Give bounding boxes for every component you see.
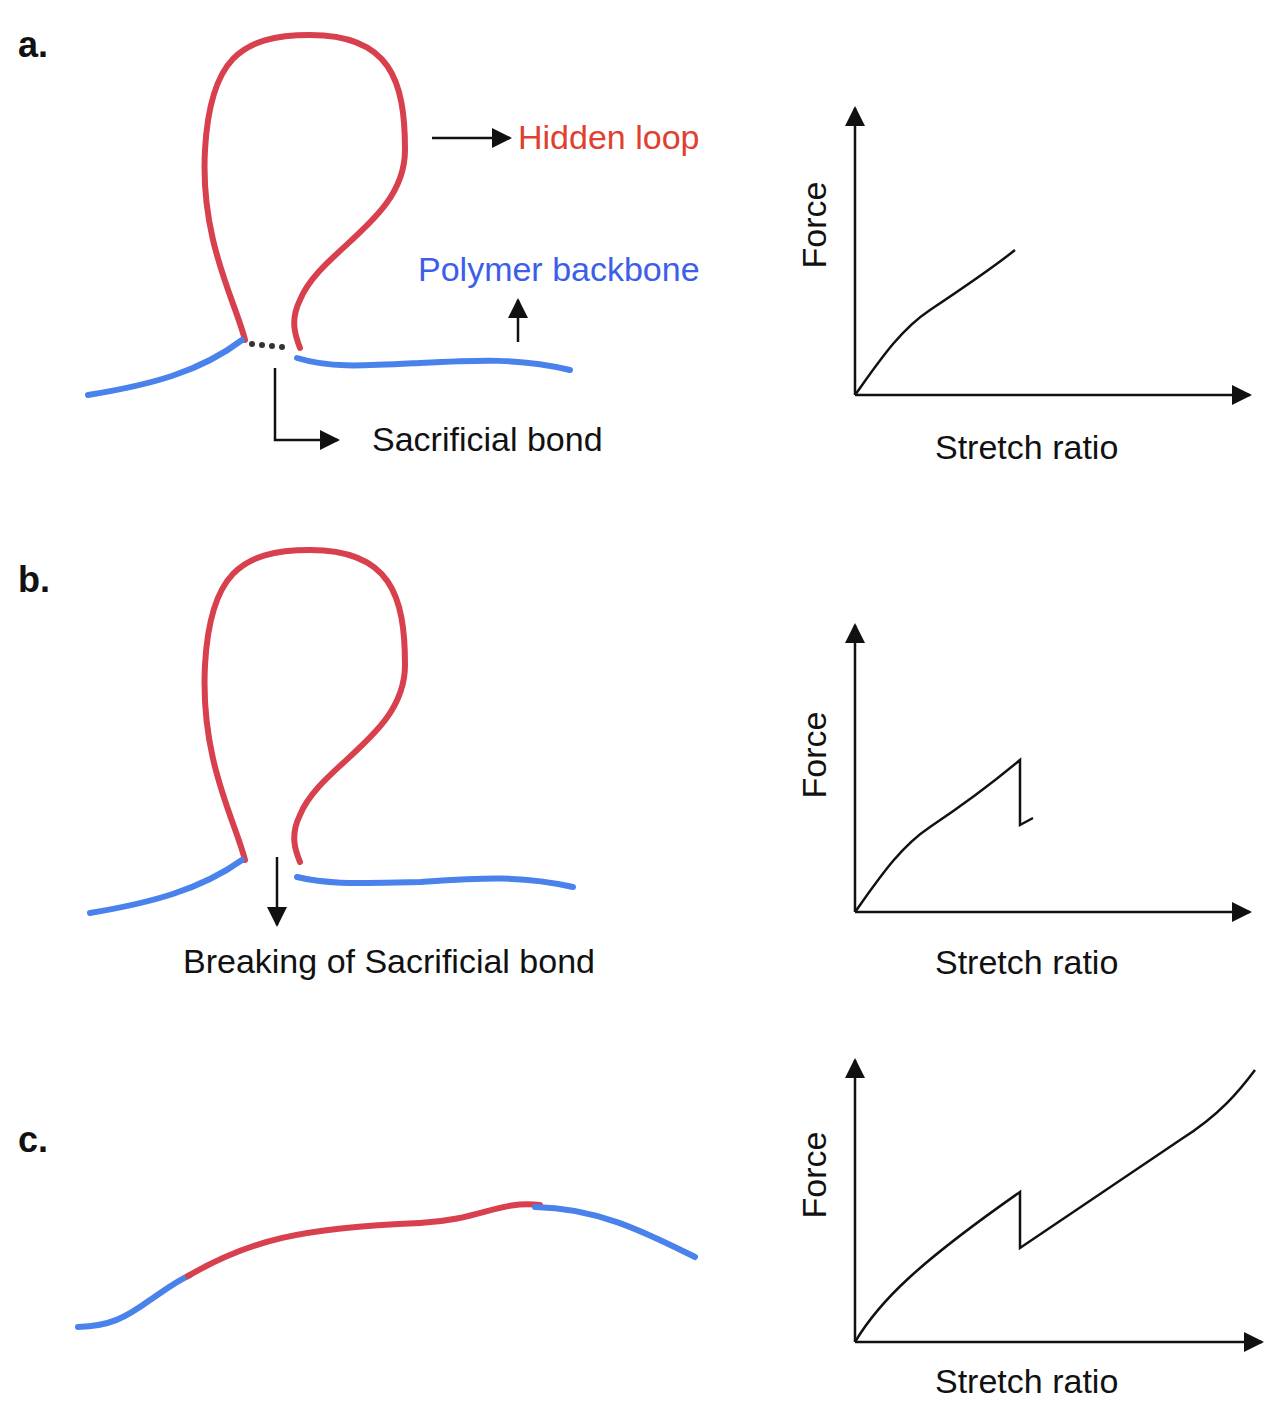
loop-label: Hidden loop bbox=[518, 119, 699, 156]
axis-label: Stretch ratio bbox=[935, 429, 1118, 466]
bond-label: Sacrificial bond bbox=[372, 421, 603, 458]
axis-label: Force bbox=[796, 1132, 833, 1219]
backbone-label: Polymer backbone bbox=[418, 251, 700, 288]
panel-letter: c. bbox=[18, 1120, 48, 1160]
bond-label: Breaking of Sacrificial bond bbox=[183, 943, 595, 980]
axis-label: Stretch ratio bbox=[935, 944, 1118, 981]
panel-letter: b. bbox=[18, 560, 50, 600]
axis-label: Force bbox=[796, 182, 833, 269]
axis-label: Force bbox=[796, 712, 833, 799]
panel-letter: a. bbox=[18, 25, 48, 65]
axis-label: Stretch ratio bbox=[935, 1363, 1118, 1400]
